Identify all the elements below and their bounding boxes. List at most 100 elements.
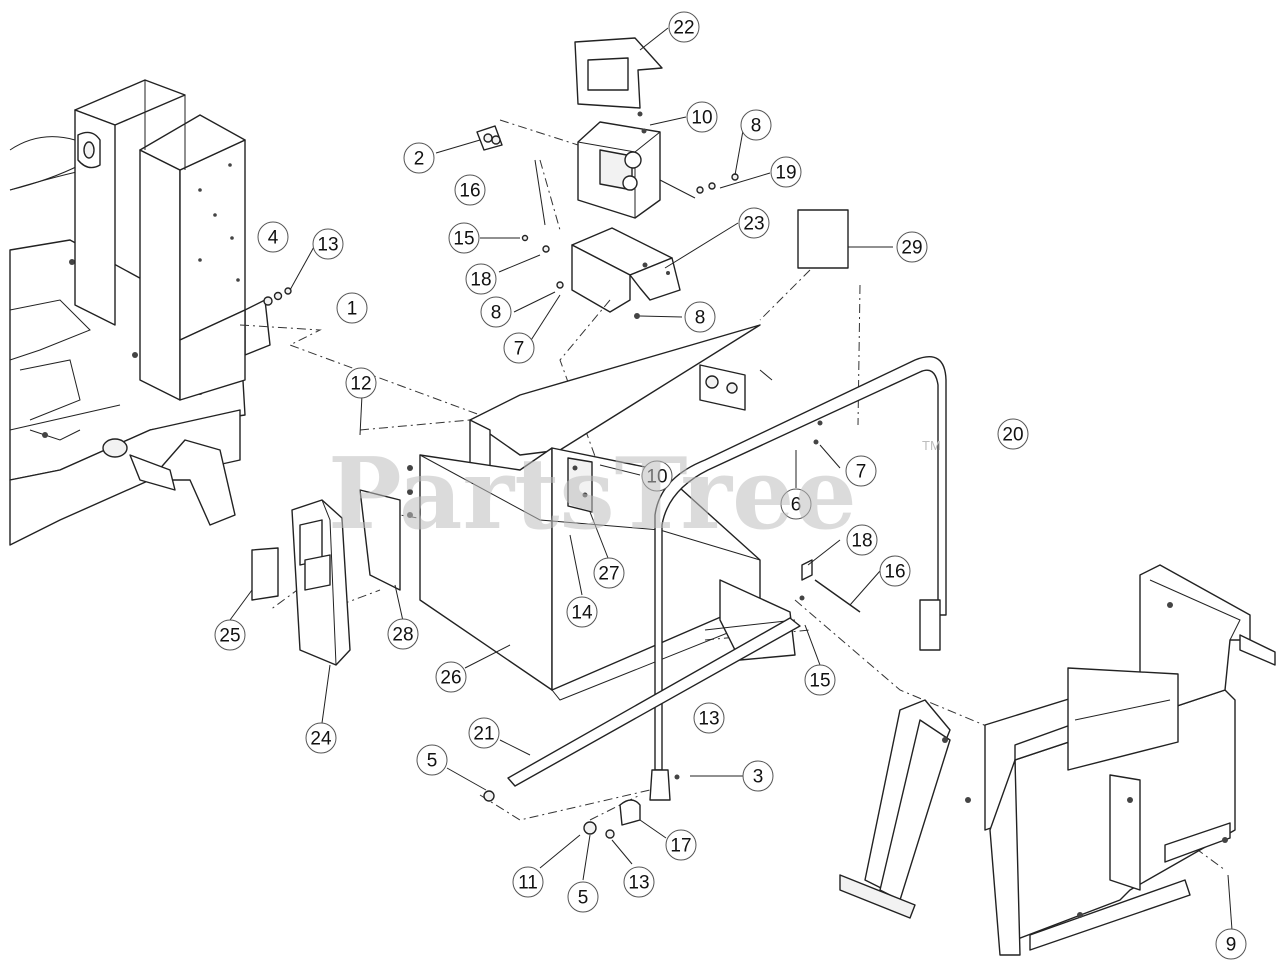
callout-21: 21 (468, 717, 500, 749)
callout-bubble (257, 221, 289, 253)
callout-bubble (567, 881, 599, 913)
callout-8c: 8 (684, 301, 716, 333)
rod-axle (483, 420, 861, 839)
callout-number: 12 (350, 374, 371, 395)
callout-10b: 10 (641, 460, 673, 492)
callout-5b: 5 (567, 881, 599, 913)
callout-8a: 8 (740, 109, 772, 141)
callout-6: 6 (780, 488, 812, 520)
callout-number: 15 (809, 671, 830, 692)
callout-22: 22 (668, 11, 700, 43)
callout-number: 16 (459, 181, 480, 202)
callout-bubble (503, 332, 535, 364)
callout-bubble (738, 207, 770, 239)
callout-bubble (1215, 928, 1247, 960)
callout-bubble (804, 664, 836, 696)
callout-16b: 16 (879, 555, 911, 587)
callout-8b: 8 (480, 296, 512, 328)
callout-number: 10 (646, 467, 667, 488)
callout-bubble (416, 744, 448, 776)
callout-13c: 13 (623, 866, 655, 898)
callout-18a: 18 (465, 263, 497, 295)
control-box (577, 111, 739, 219)
callout-number: 13 (698, 709, 719, 730)
callout-bubble (665, 829, 697, 861)
decal-29 (797, 209, 849, 269)
callout-bubble (593, 557, 625, 589)
callout-bubble (693, 702, 725, 734)
callout-7b: 7 (845, 455, 877, 487)
callout-bubble (686, 101, 718, 133)
callout-number: 9 (1226, 935, 1237, 956)
callout-1: 1 (336, 292, 368, 324)
callout-5a: 5 (416, 744, 448, 776)
callout-bubble (345, 367, 377, 399)
callout-bubble (896, 231, 928, 263)
callout-number: 28 (392, 625, 413, 646)
callout-bubble (641, 460, 673, 492)
callout-number: 16 (884, 562, 905, 583)
callout-14: 14 (566, 596, 598, 628)
callout-bubble (684, 301, 716, 333)
callout-number: 1 (347, 299, 358, 320)
callout-number: 27 (598, 564, 619, 585)
callout-bubble (845, 455, 877, 487)
callout-bubble (480, 296, 512, 328)
callout-25: 25 (214, 619, 246, 651)
side-guard (251, 489, 401, 666)
callout-number: 8 (751, 116, 762, 137)
callout-number: 24 (310, 729, 332, 750)
callout-bubble (454, 174, 486, 206)
callout-10a: 10 (686, 101, 718, 133)
callout-13b: 13 (693, 702, 725, 734)
callout-26: 26 (435, 661, 467, 693)
display-cover (574, 37, 663, 109)
bagger-frame (839, 564, 1276, 956)
callout-number: 13 (628, 873, 649, 894)
callout-bubble (387, 618, 419, 650)
callout-bubble (512, 866, 544, 898)
callout-bubble (468, 717, 500, 749)
callout-bubble (668, 11, 700, 43)
callout-number: 17 (670, 836, 691, 857)
callout-number: 19 (775, 163, 796, 184)
small-hardware (476, 125, 640, 319)
callout-bubble (336, 292, 368, 324)
callout-bubble (742, 760, 774, 792)
callout-bubble (740, 109, 772, 141)
callout-bubble (435, 661, 467, 693)
callout-number: 29 (901, 238, 922, 259)
callout-2: 2 (403, 142, 435, 174)
callout-17: 17 (665, 829, 697, 861)
callout-19: 19 (770, 156, 802, 188)
callout-4: 4 (257, 221, 289, 253)
watermark-trademark: TM (922, 438, 941, 453)
callout-bubble (214, 619, 246, 651)
callout-bubble (465, 263, 497, 295)
callout-number: 21 (473, 724, 494, 745)
callout-28: 28 (387, 618, 419, 650)
callout-number: 5 (578, 888, 589, 909)
callout-bubble (879, 555, 911, 587)
callout-24: 24 (305, 722, 337, 754)
callout-number: 8 (695, 308, 706, 329)
callout-number: 3 (753, 767, 764, 788)
callout-bubble (312, 228, 344, 260)
callout-16a: 16 (454, 174, 486, 206)
callout-number: 5 (427, 751, 438, 772)
bracket-mount (571, 227, 681, 313)
callout-number: 18 (851, 531, 872, 552)
callout-number: 10 (691, 108, 712, 129)
callout-20: 20 (997, 418, 1029, 450)
callout-bubble (623, 866, 655, 898)
callout-number: 20 (1002, 425, 1023, 446)
callout-number: 4 (268, 228, 279, 249)
callout-9: 9 (1215, 928, 1247, 960)
callout-number: 2 (414, 149, 425, 170)
callout-bubble (403, 142, 435, 174)
callout-27: 27 (593, 557, 625, 589)
callout-number: 15 (453, 229, 474, 250)
callout-number: 13 (317, 235, 338, 256)
